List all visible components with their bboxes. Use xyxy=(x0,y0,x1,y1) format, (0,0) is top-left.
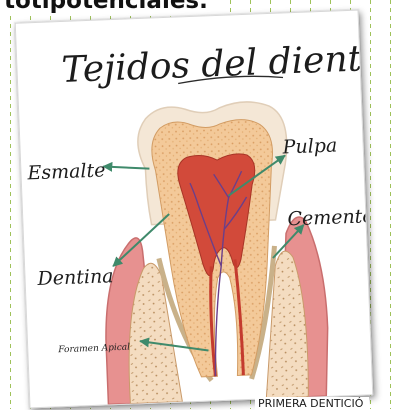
label-pulp: Pulpa xyxy=(281,134,337,158)
page-heading: totipotenciales. xyxy=(2,0,212,16)
diagram-card: Tejidos del diente Esmalte Pulpa xyxy=(15,10,374,409)
label-dentin: Dentina xyxy=(36,265,114,290)
label-cementum: Cemento xyxy=(287,205,372,230)
caption: PRIMERA DENTICIÓ xyxy=(255,397,369,410)
arrow-enamel xyxy=(103,165,149,171)
diagram-title: Tejidos del diente xyxy=(61,38,372,91)
label-enamel: Esmalte xyxy=(26,159,106,184)
tooth-diagram: Tejidos del diente Esmalte Pulpa xyxy=(16,11,372,408)
